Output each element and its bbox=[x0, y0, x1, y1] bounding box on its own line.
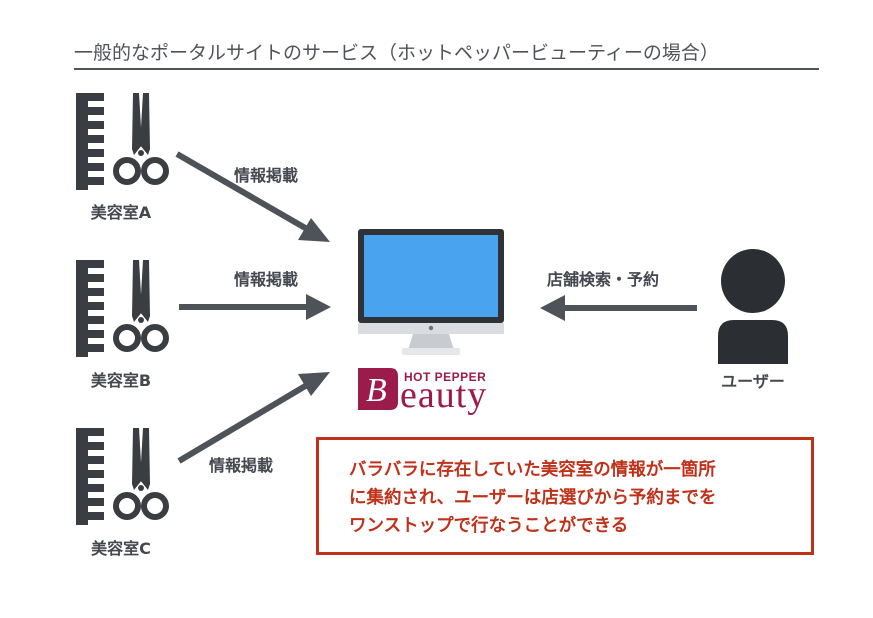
summary-box: バラバラに存在していた美容室の情報が一箇所 に集約され、ユーザーは店選びから予約… bbox=[316, 437, 814, 555]
arrow-salon-b bbox=[179, 294, 331, 320]
arrow-label-user: 店舗検索・予約 bbox=[547, 270, 660, 289]
salon-b-icon bbox=[76, 260, 166, 357]
summary-line-3: ワンストップで行なうことができる bbox=[349, 516, 629, 536]
arrow-salon-c bbox=[177, 372, 330, 464]
svg-text:B: B bbox=[366, 372, 387, 409]
monitor-icon bbox=[358, 229, 504, 355]
arrow-label-a: 情報掲載 bbox=[234, 166, 299, 185]
summary-line-2: に集約され、ユーザーは店選びから予約までを bbox=[349, 488, 717, 508]
arrow-salon-a bbox=[175, 151, 330, 242]
summary-line-1: バラバラに存在していた美容室の情報が一箇所 bbox=[349, 460, 716, 480]
salon-a-name: 美容室A bbox=[90, 203, 152, 222]
user-name: ユーザー bbox=[721, 372, 785, 391]
salon-a-icon bbox=[76, 93, 166, 190]
diagram-title: 一般的なポータルサイトのサービス（ホットペッパービューティーの場合） bbox=[74, 40, 819, 70]
salon-c-icon bbox=[76, 428, 166, 525]
beauty-logo-badge: B bbox=[358, 368, 398, 410]
arrow-label-c: 情報掲載 bbox=[209, 456, 274, 475]
user-icon bbox=[718, 249, 788, 364]
salon-c-name: 美容室C bbox=[91, 539, 151, 558]
logo-hot-pepper-text: HOT PEPPER bbox=[404, 370, 487, 384]
arrow-label-b: 情報掲載 bbox=[234, 270, 299, 289]
salon-b-name: 美容室B bbox=[90, 371, 152, 390]
arrow-user bbox=[540, 295, 697, 321]
logo-eauty-text: eauty bbox=[400, 374, 488, 416]
